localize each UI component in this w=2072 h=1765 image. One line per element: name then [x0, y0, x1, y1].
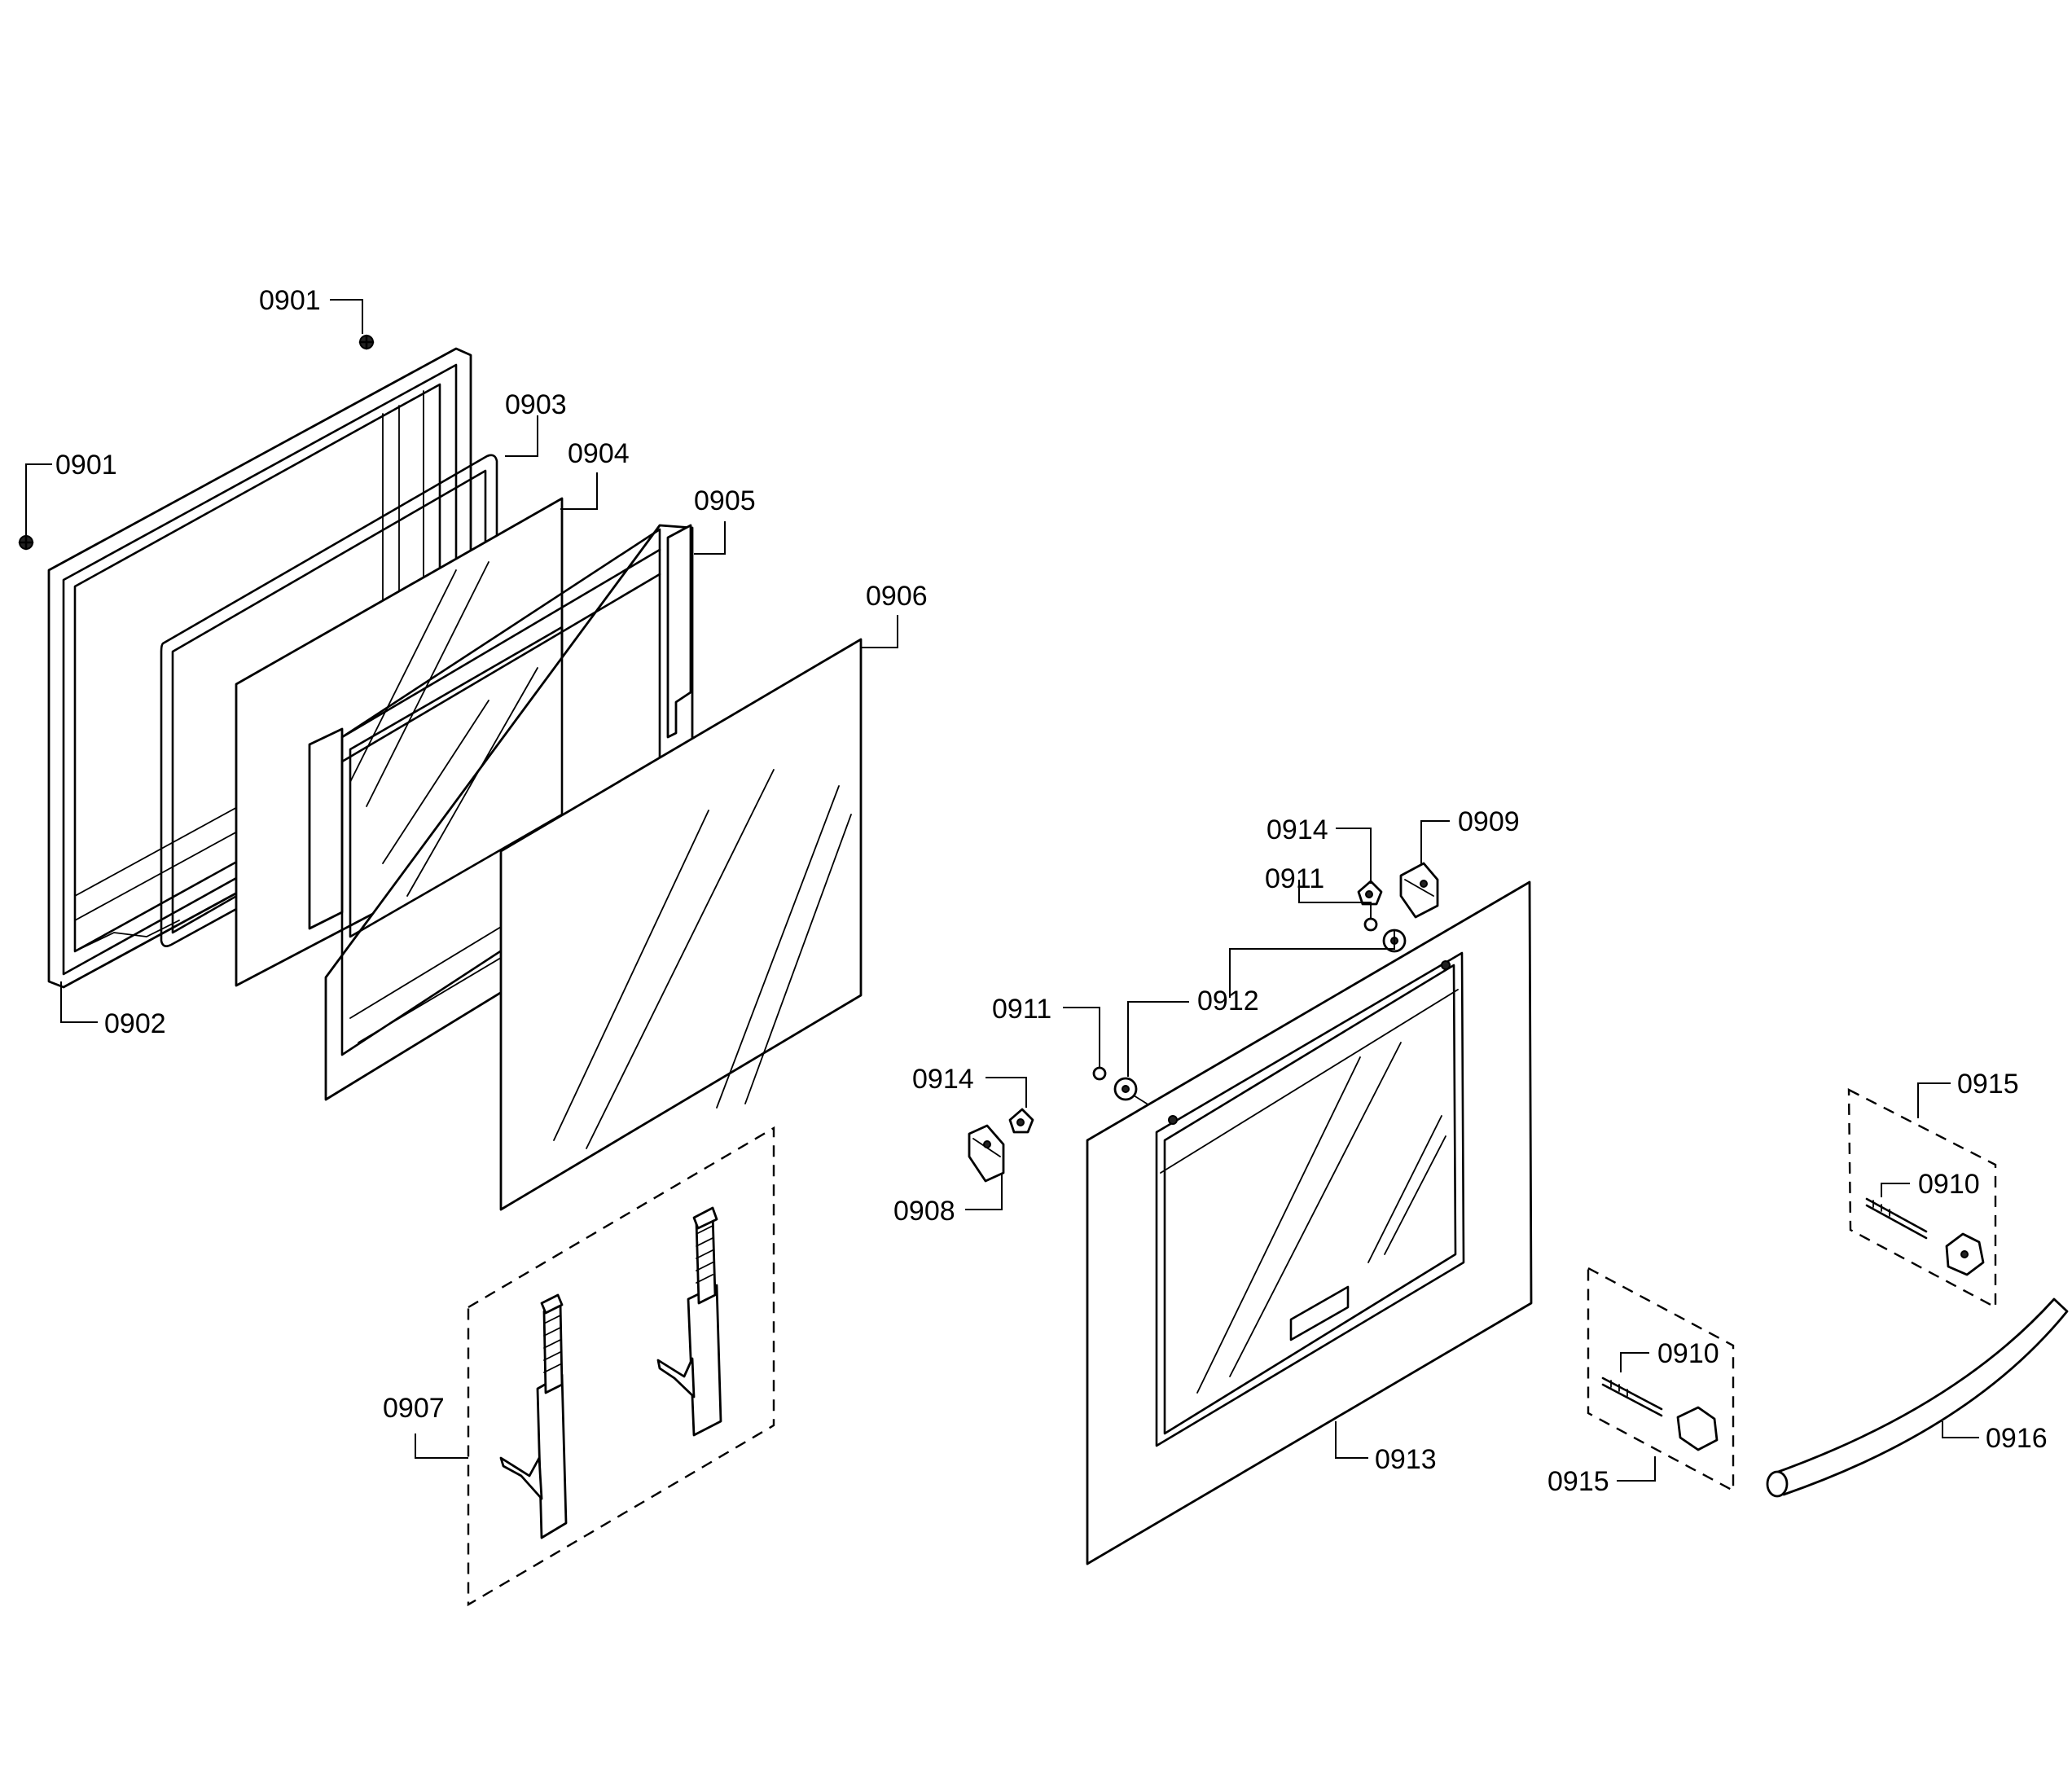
label-0913: 0913	[1375, 1444, 1437, 1475]
label-0907: 0907	[383, 1393, 445, 1424]
part-0911-washer-right	[1363, 917, 1378, 932]
label-0905: 0905	[694, 485, 756, 516]
label-0914-right: 0914	[1266, 814, 1328, 845]
part-0912-bushing-left	[1113, 1077, 1148, 1104]
part-0906-glass-panel	[499, 638, 863, 1211]
label-0909: 0909	[1458, 806, 1520, 837]
label-0916: 0916	[1986, 1423, 2048, 1454]
label-0901-left: 0901	[55, 450, 117, 481]
label-0911-left: 0911	[992, 994, 1051, 1025]
label-0910-lower: 0910	[1657, 1338, 1719, 1369]
part-0901-screw-top	[358, 334, 375, 350]
hinge-right	[656, 1206, 722, 1437]
label-0912: 0912	[1197, 986, 1259, 1016]
part-0909-bracket-right	[1399, 862, 1439, 919]
hinge-left	[499, 1293, 568, 1539]
part-0907-hinges	[467, 1126, 775, 1607]
part-0908-bracket-left	[968, 1124, 1005, 1183]
label-0906: 0906	[866, 581, 928, 612]
label-0915-upper: 0915	[1957, 1069, 2019, 1100]
part-0914-clip-left	[1008, 1108, 1034, 1134]
label-0903: 0903	[505, 389, 567, 420]
label-0915-lower: 0915	[1547, 1466, 1609, 1497]
part-0905-glass-holder	[308, 524, 694, 1101]
part-0913-outer-door	[1086, 880, 1533, 1565]
callout-labels: 0901 0901 0902 0903 0904 0905 0906 0907 …	[55, 285, 2048, 1497]
label-0902: 0902	[104, 1008, 166, 1039]
part-0905-side-strip	[666, 524, 692, 739]
part-0914-clip-right	[1357, 880, 1383, 906]
part-0915-mount-lower	[1587, 1266, 1735, 1493]
label-0904: 0904	[568, 438, 630, 469]
label-0911-right: 0911	[1265, 863, 1324, 894]
label-0901-top: 0901	[259, 285, 321, 316]
part-0901-screw-left	[18, 534, 34, 551]
label-0914-left: 0914	[912, 1064, 974, 1095]
part-0916-handle-bar	[1766, 1297, 2069, 1498]
leader-lines	[25, 299, 1979, 1482]
label-0910-upper: 0910	[1918, 1169, 1980, 1200]
label-0908: 0908	[893, 1196, 955, 1227]
part-0911-washer-left	[1092, 1066, 1107, 1081]
part-0915-mount-upper	[1847, 1088, 1997, 1310]
